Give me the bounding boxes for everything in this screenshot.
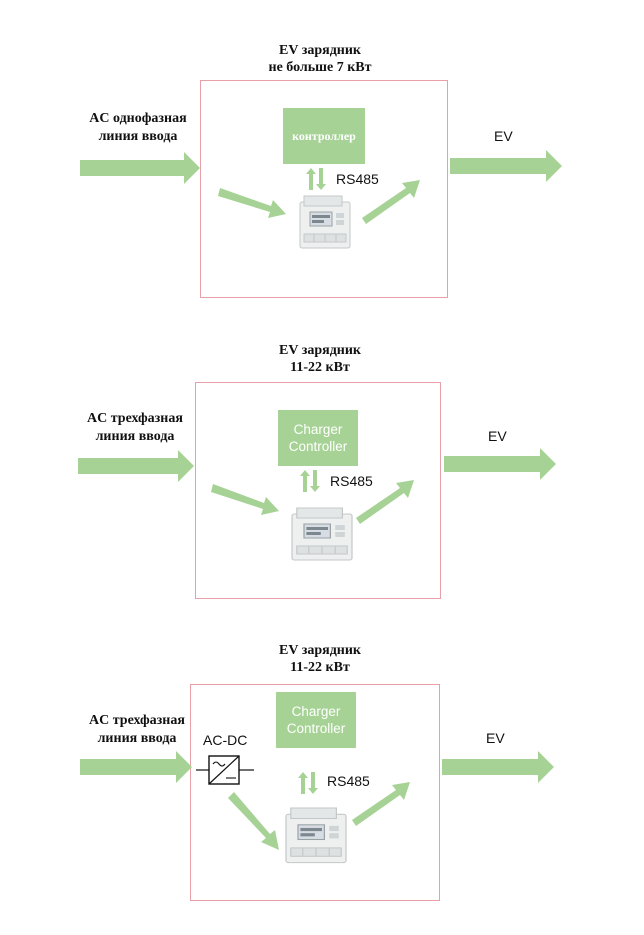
panel3-input-arrow xyxy=(80,751,192,783)
panel2-rs485-label: RS485 xyxy=(330,473,373,489)
panel3-rs485-label: RS485 xyxy=(327,773,370,789)
panel2-title-line2: 11-22 кВт xyxy=(290,360,350,375)
panel3-charger-frame xyxy=(190,684,440,901)
panel2-input-line1: AC трехфазная xyxy=(87,411,183,426)
panel1-ev-label: EV xyxy=(494,128,513,144)
panel2-line-to-meter-arrow xyxy=(211,484,279,515)
panel1-line-to-meter-arrow xyxy=(218,188,286,218)
panel1-controller-box: контроллер xyxy=(283,108,365,164)
panel2-ev-label: EV xyxy=(488,428,507,444)
panel2-title-line1: EV зарядник xyxy=(279,343,361,358)
panel2-charger-frame xyxy=(195,382,441,599)
panel3-input-line1: AC трехфазная xyxy=(89,713,185,728)
panel1-title-line2: не больше 7 кВт xyxy=(268,60,372,75)
panel3-acdc-label: AC-DC xyxy=(203,732,248,748)
panel1-rs485-label: RS485 xyxy=(336,171,379,187)
panel2-controller-line1: Charger xyxy=(293,422,343,437)
panel1-controller-label: контроллер xyxy=(292,128,356,143)
panel3-output-arrow xyxy=(442,751,554,783)
panel3-input-line2: линия ввода xyxy=(97,731,177,746)
panel2-energy-meter xyxy=(291,507,353,561)
panel1-input-label: AC однофазная линия ввода xyxy=(78,110,198,146)
panel2-title: EV зарядник 11-22 кВт xyxy=(255,342,385,376)
panel1-rs485-arrows xyxy=(306,168,326,190)
panel3-controller-box: Charger Controller xyxy=(276,692,356,748)
panel1-charger-frame xyxy=(200,80,448,298)
panel1-title: EV зарядник не больше 7 кВт xyxy=(255,42,385,76)
panel1-input-line1: AC однофазная xyxy=(89,111,187,126)
panel2-meter-to-ev-arrow xyxy=(356,480,414,524)
panel2-output-arrow xyxy=(444,448,556,480)
panel3-rs485-arrows xyxy=(298,772,318,794)
panel2-controller-line2: Controller xyxy=(288,439,348,454)
panel1-meter-to-ev-arrow xyxy=(362,180,420,224)
panel2-rs485-arrows xyxy=(300,470,320,492)
panel3-acdc-converter-icon xyxy=(196,755,254,785)
panel2-input-line2: линия ввода xyxy=(95,429,175,444)
panel1-input-arrow xyxy=(80,152,200,184)
panel3-title: EV зарядник 11-22 кВт xyxy=(255,642,385,676)
panel1-input-line2: линия ввода xyxy=(98,129,178,144)
panel1-output-arrow xyxy=(450,150,562,182)
panel2-input-label: AC трехфазная линия ввода xyxy=(76,410,194,446)
panel3-title-line2: 11-22 кВт xyxy=(290,660,350,675)
panel3-line-to-meter-arrow xyxy=(228,792,279,850)
panel1-title-line1: EV зарядник xyxy=(279,43,361,58)
panel3-controller-line2: Controller xyxy=(286,721,346,736)
panel3-input-label: AC трехфазная линия ввода xyxy=(78,712,196,748)
panel3-meter-to-ev-arrow xyxy=(352,782,410,826)
panel2-input-arrow xyxy=(78,450,194,482)
panel1-energy-meter xyxy=(299,195,351,249)
panel2-controller-box: Charger Controller xyxy=(278,410,358,466)
panel3-energy-meter xyxy=(285,807,347,864)
panel3-ev-label: EV xyxy=(486,730,505,746)
panel3-title-line1: EV зарядник xyxy=(279,643,361,658)
panel3-controller-line1: Charger xyxy=(291,704,341,719)
